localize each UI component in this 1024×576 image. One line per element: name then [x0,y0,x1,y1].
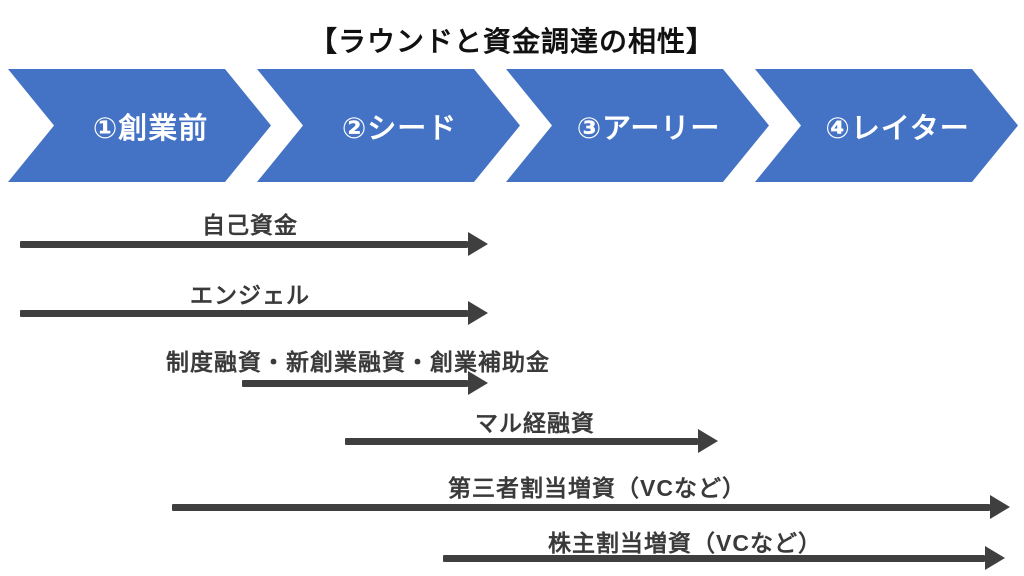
funding-label: 株主割当増資（VCなど） [548,530,822,556]
funding-arrow-line [172,504,990,511]
stage-chevron-later: ④レイター [755,69,1018,182]
stage-label: ③アーリー [576,112,721,145]
funding-label: 自己資金 [202,212,298,238]
funding-arrow-line [242,380,468,387]
funding-arrow-line [20,310,468,317]
stage-label: ④レイター [825,112,970,145]
stage-label: ②シード [341,112,458,145]
arrow-right-icon [468,301,488,325]
arrow-right-icon [468,371,488,395]
funding-label: 第三者割当増資（VCなど） [448,475,746,501]
funding-arrow-line [20,241,468,248]
stage-label: ①創業前 [92,112,209,145]
arrow-right-icon [985,546,1005,570]
arrow-right-icon [468,232,488,256]
funding-label: 制度融資・新創業融資・創業補助金 [166,349,550,375]
stage-chevron-pre-founding: ①創業前 [8,69,271,182]
arrow-right-icon [990,495,1010,519]
funding-label: エンジェル [190,282,310,308]
funding-label: マル経融資 [475,410,595,436]
arrow-right-icon [698,429,718,453]
funding-arrow-line [345,438,698,445]
stage-chevron-early: ③アーリー [506,69,769,182]
stage-chevron-seed: ②シード [257,69,520,182]
page-title: 【ラウンドと資金調達の相性】 [308,26,715,57]
funding-arrow-line [443,555,985,562]
